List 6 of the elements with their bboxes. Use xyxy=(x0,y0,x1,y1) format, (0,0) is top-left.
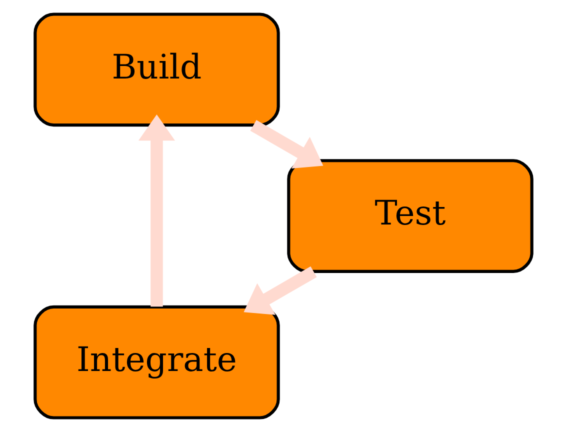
arrow xyxy=(138,114,176,307)
arrow xyxy=(244,266,317,315)
node-box: Build xyxy=(34,12,280,127)
node-box: Test xyxy=(287,159,534,273)
arrow xyxy=(250,120,324,169)
node-box: Integrate xyxy=(34,305,280,420)
